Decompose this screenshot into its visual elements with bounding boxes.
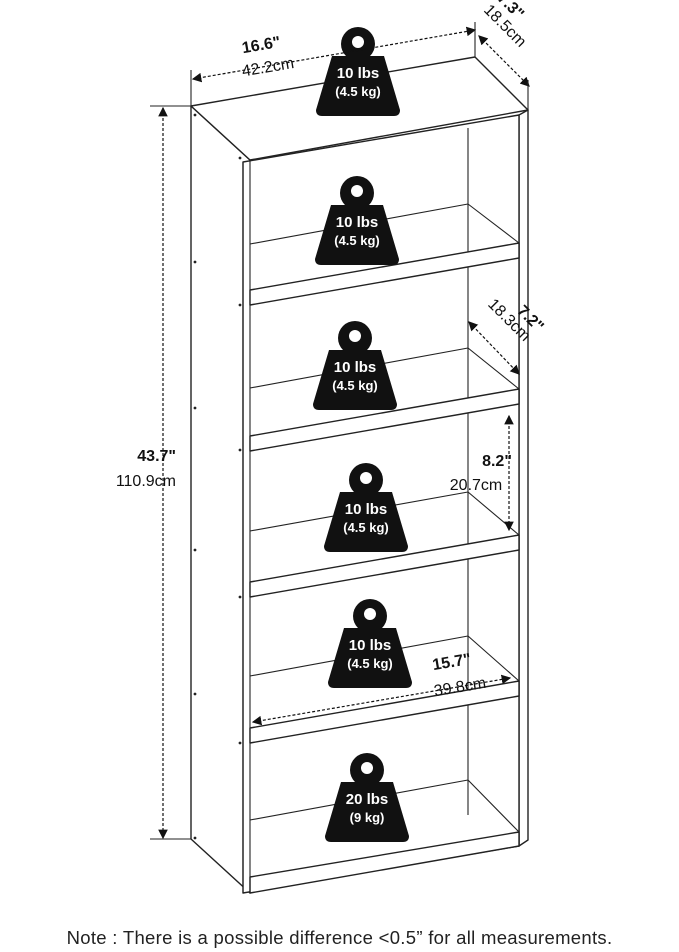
svg-text:(4.5 kg): (4.5 kg) [332,378,378,393]
weight-icon-shelf-1: 10 lbs (4.5 kg) [315,176,399,265]
width-metric: 42.2cm [241,55,296,80]
svg-text:10 lbs: 10 lbs [345,501,388,518]
depth-arrow [478,35,530,87]
dimension-arrows [150,22,530,840]
svg-text:(4.5 kg): (4.5 kg) [334,233,380,248]
svg-text:10 lbs: 10 lbs [349,637,392,654]
width-imperial: 16.6" [241,34,282,57]
height-metric: 110.9cm [116,473,176,490]
svg-text:(4.5 kg): (4.5 kg) [343,520,389,535]
weight-icon-shelf-3: 10 lbs (4.5 kg) [324,463,408,552]
width-arrow [191,26,477,83]
shelf-3 [249,491,520,598]
shelf-gap-imperial: 8.2" [482,453,512,470]
weight-icon-shelf-2: 10 lbs (4.5 kg) [313,321,397,410]
svg-text:10 lbs: 10 lbs [336,214,379,231]
shelf-gap-metric: 20.7cm [450,477,502,494]
height-imperial: 43.7" [137,448,176,465]
inner-width-imperial: 15.7" [431,651,472,674]
weight-icons: 10 lbs (4.5 kg) 10 lbs (4.5 kg) 10 lbs (… [313,27,412,842]
weight-icon-bottom: 20 lbs (9 kg) [325,753,409,842]
svg-text:(4.5 kg): (4.5 kg) [335,84,381,99]
shelf-depth-arrow [468,321,520,375]
weight-icon-top: 10 lbs (4.5 kg) [316,27,400,116]
measurement-note: Note : There is a possible difference <0… [66,927,613,948]
svg-text:(9 kg): (9 kg) [350,810,385,825]
weight-icon-shelf-4: 10 lbs (4.5 kg) [328,599,412,688]
svg-text:20 lbs: 20 lbs [346,791,389,808]
right-panel [518,109,529,847]
svg-text:(4.5 kg): (4.5 kg) [347,656,393,671]
inner-width-arrow [251,674,512,726]
pin-holes [193,113,242,840]
side-panel [190,105,251,894]
svg-text:10 lbs: 10 lbs [334,359,377,376]
svg-text:10 lbs: 10 lbs [337,65,380,82]
